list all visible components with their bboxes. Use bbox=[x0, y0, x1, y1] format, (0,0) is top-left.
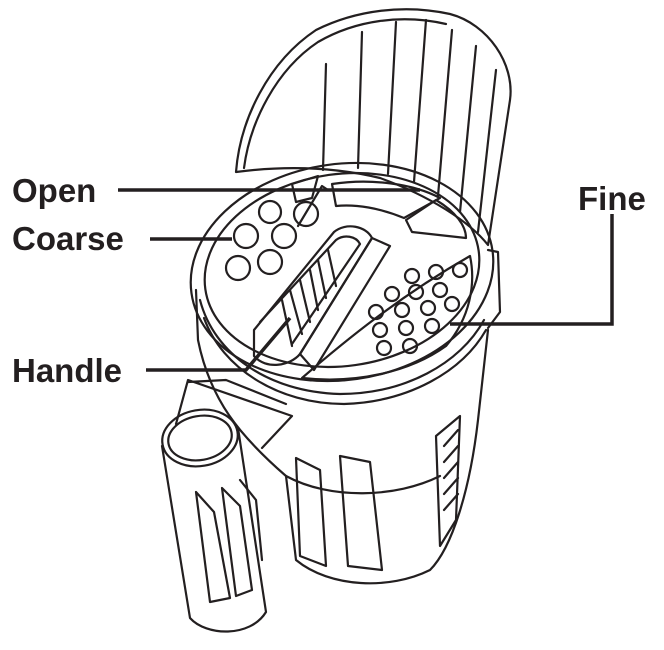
label-coarse: Coarse bbox=[12, 220, 124, 257]
label-open: Open bbox=[12, 172, 97, 209]
leader-line-handle bbox=[146, 316, 292, 372]
lid-handle bbox=[252, 225, 392, 372]
coarse-holes bbox=[224, 199, 320, 282]
side-grip bbox=[160, 378, 294, 633]
leader-line-fine bbox=[450, 214, 614, 326]
label-fine: Fine bbox=[578, 180, 646, 217]
fine-holes bbox=[300, 254, 474, 381]
label-handle: Handle bbox=[12, 352, 123, 389]
lid bbox=[189, 161, 495, 406]
flip-cap bbox=[234, 8, 512, 247]
jar-body bbox=[194, 248, 502, 585]
